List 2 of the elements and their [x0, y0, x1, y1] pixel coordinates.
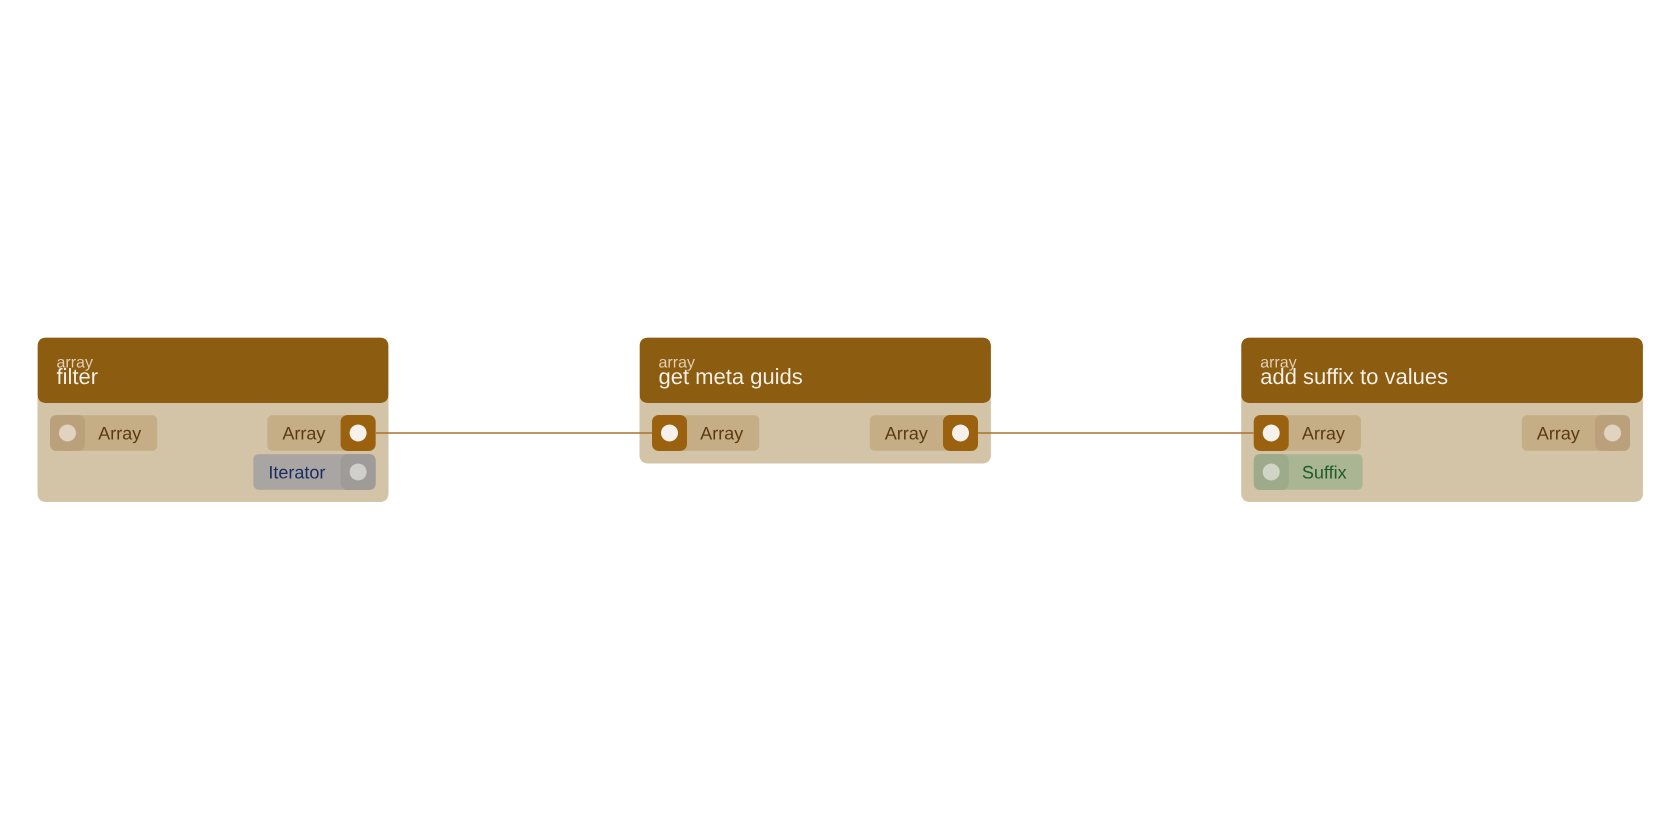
connector-line	[374, 432, 653, 434]
connector-line	[977, 432, 1255, 434]
